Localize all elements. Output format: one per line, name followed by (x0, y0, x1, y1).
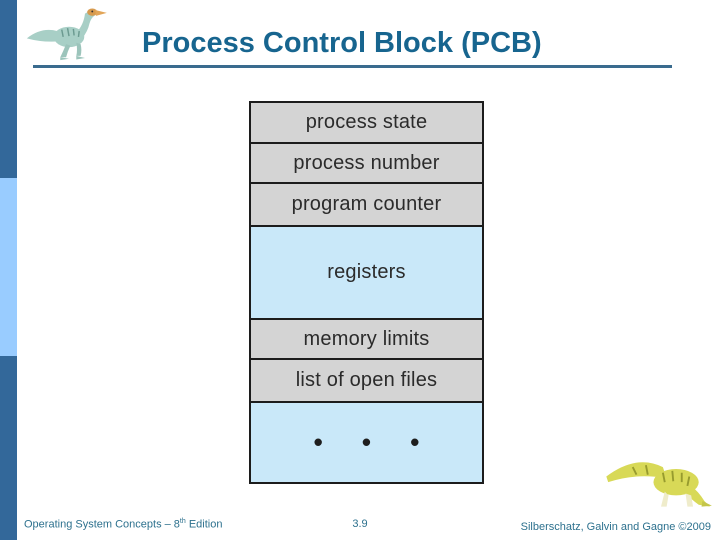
sidebar-segment-top (0, 0, 17, 178)
pcb-row-process-state: process state (251, 103, 482, 144)
footer-edition-superscript: th (179, 518, 186, 525)
pcb-row-memory-limits: memory limits (251, 320, 482, 360)
dinosaur-logo-icon (606, 462, 712, 507)
title-underline (33, 65, 672, 68)
footer-book-title: Operating System Concepts – 8th Edition (24, 518, 222, 531)
slide-page-number: 3.9 (352, 518, 368, 530)
dinosaur-logo-icon (26, 8, 107, 61)
pcb-row-program-counter: program counter (251, 184, 482, 227)
sidebar-segment-bottom (0, 356, 17, 540)
pcb-row-list-of-open-files: list of open files (251, 360, 482, 403)
pcb-row-ellipsis: • • • (251, 403, 482, 482)
footer-credit: Silberschatz, Galvin and Gagne ©2009 (520, 521, 711, 533)
page-title: Process Control Block (PCB) (142, 27, 542, 59)
footer-book-title-prefix: Operating System Concepts – 8 (24, 518, 180, 531)
sidebar-segment-middle (0, 178, 17, 356)
pcb-row-registers: registers (251, 227, 482, 320)
sidebar-decoration (0, 0, 17, 540)
pcb-row-process-number: process number (251, 144, 482, 184)
footer-book-title-suffix: Edition (185, 518, 223, 531)
